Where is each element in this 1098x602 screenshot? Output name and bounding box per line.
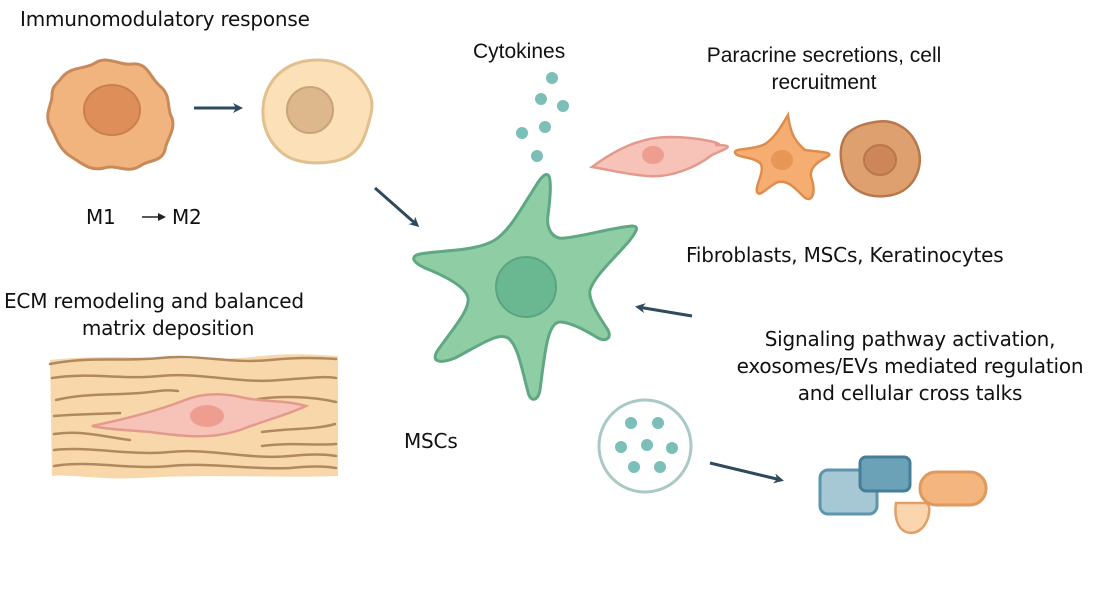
label-m1: M1 <box>86 205 116 229</box>
cytokines-icon <box>516 72 569 162</box>
label-signaling-line-3: and cellular cross talks <box>797 381 1023 405</box>
label-fibroblasts-mscs-keratinocytes: Fibroblasts, MSCs, Keratinocytes <box>686 243 1004 267</box>
label-paracrine-secretions: Paracrine secretions, cell recruitment <box>680 42 968 96</box>
fibroblast-icon <box>588 135 729 178</box>
label-mscs: MSCs <box>404 429 458 453</box>
label-signaling-pathway: Signaling pathway activation, exosomes/E… <box>720 326 1098 407</box>
arrow-to-target-cells <box>709 461 784 484</box>
m2-macrophage-icon <box>261 58 374 165</box>
label-paracrine-line-2: recruitment <box>771 71 877 94</box>
label-ecm-line-1: ECM remodeling and balanced <box>4 289 304 313</box>
target-cells-icon <box>818 455 988 535</box>
label-cytokines: Cytokines <box>473 40 566 63</box>
label-ecm-line-2: matrix deposition <box>81 316 255 340</box>
arrow-to-msc-from-fibroblasts <box>635 303 693 318</box>
label-m2: M2 <box>172 205 202 229</box>
arrow-to-msc-from-macrophage <box>374 186 420 227</box>
m1-macrophage-icon <box>46 58 175 171</box>
label-signaling-line-1: Signaling pathway activation, <box>764 327 1056 351</box>
msc-cell-icon <box>412 173 638 401</box>
label-ecm-remodeling: ECM remodeling and balanced matrix depos… <box>0 288 336 342</box>
keratinocyte-icon <box>839 119 922 198</box>
star-cell-icon <box>733 111 831 201</box>
label-immunomodulatory-response: Immunomodulatory response <box>20 7 310 31</box>
label-signaling-line-2: exosomes/EVs mediated regulation <box>736 354 1084 378</box>
ecm-matrix-icon <box>48 354 338 479</box>
exosome-vesicle-icon <box>597 398 693 494</box>
label-paracrine-line-1: Paracrine secretions, cell <box>706 44 942 67</box>
